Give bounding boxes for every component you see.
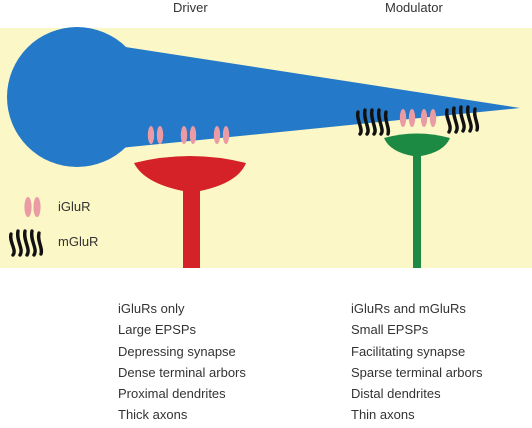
modulator-mglur-receptor-left	[355, 108, 391, 136]
modulator-property: Small EPSPs	[351, 322, 429, 338]
legend-mglur-label: mGluR	[58, 234, 99, 249]
driver-iglur-receptors	[147, 126, 230, 144]
modulator-property: Sparse terminal arbors	[351, 364, 483, 380]
legend-mglur-icon	[8, 229, 44, 257]
driver-property: Proximal dendrites	[118, 386, 226, 402]
driver-header: Driver	[173, 0, 208, 15]
modulator-iglur-receptors	[399, 109, 437, 127]
modulator-property: iGluRs and mGluRs	[351, 301, 466, 316]
driver-property: Large EPSPs	[118, 322, 197, 338]
modulator-terminal	[384, 133, 450, 268]
driver-property: Depressing synapse	[118, 343, 236, 359]
legend-iglur-icon	[24, 197, 41, 217]
modulator-mglur-receptor-right	[444, 105, 480, 134]
modulator-property: Thin axons	[351, 407, 415, 423]
driver-terminal	[134, 156, 246, 268]
modulator-property: Distal dendrites	[351, 386, 441, 402]
modulator-property: Facilitating synapse	[351, 343, 466, 359]
modulator-header: Modulator	[385, 0, 443, 15]
neuron-dendrite	[7, 27, 520, 167]
driver-property: iGluRs only	[118, 301, 185, 316]
modulator-properties-list: iGluRs and mGluRs Small EPSPs Facilitati…	[351, 298, 483, 426]
legend-iglur-label: iGluR	[58, 199, 91, 214]
driver-property: Dense terminal arbors	[118, 364, 246, 380]
driver-properties-list: iGluRs only Large EPSPs Depressing synap…	[118, 298, 246, 426]
driver-property: Thick axons	[118, 407, 188, 423]
